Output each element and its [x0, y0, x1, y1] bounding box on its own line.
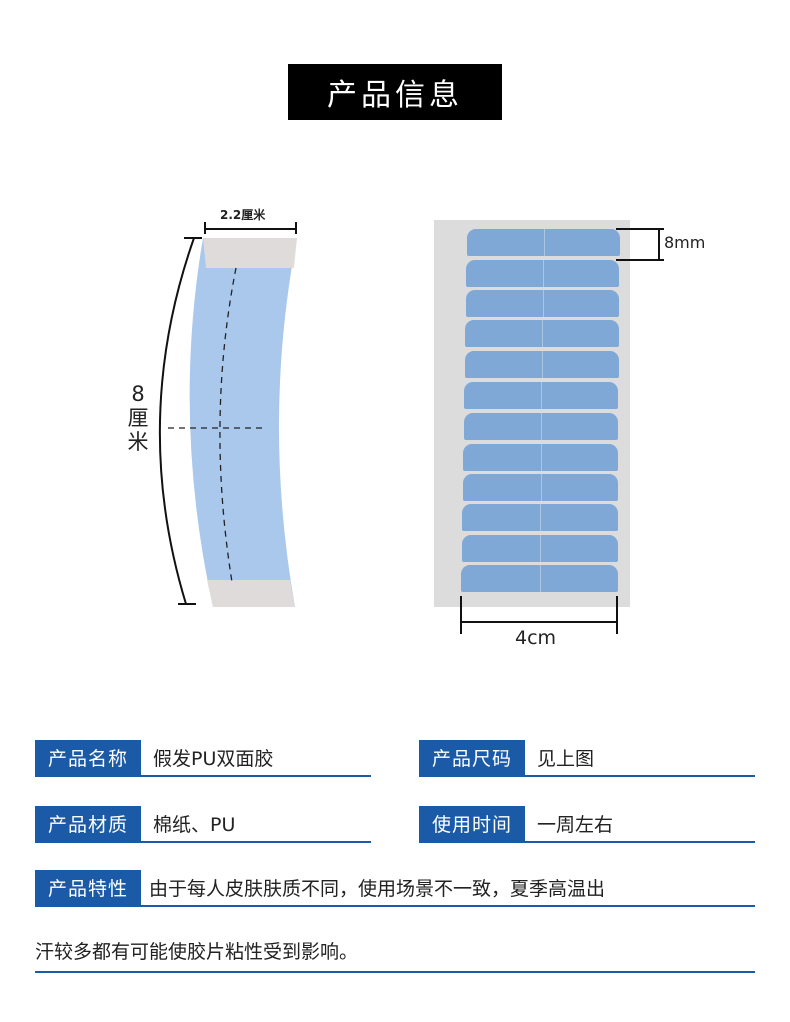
length-label-number: 8: [131, 382, 145, 406]
spec-value-material: 棉纸、PU: [153, 814, 236, 836]
tape-strip: [462, 535, 618, 562]
spec-label-size: 产品尺码: [419, 740, 526, 775]
spec-value-duration: 一周左右: [537, 814, 614, 836]
spec-row-name: 产品名称 假发PU双面胶: [35, 740, 371, 777]
tape-strip: [466, 260, 619, 287]
section-title: 产品信息: [288, 64, 502, 120]
strip-height-tick-top: [616, 228, 664, 230]
spec-label-duration: 使用时间: [419, 806, 526, 841]
tape-strip-sheet: [434, 220, 630, 607]
spec-row-size: 产品尺码 见上图: [419, 740, 755, 777]
spec-value-feature-line2: 汗较多都有可能使胶片粘性受到影响。: [35, 929, 755, 973]
spec-label-feature: 产品特性: [35, 870, 142, 905]
tape-strip: [461, 565, 618, 592]
spec-row-feature: 产品特性 由于每人皮肤肤质不同，使用场景不一致，夏季高温出: [35, 870, 755, 907]
tape-strip: [466, 290, 619, 317]
tape-strip: [465, 351, 619, 378]
spec-value-feature-line1: 由于每人皮肤肤质不同，使用场景不一致，夏季高温出: [149, 878, 606, 900]
tape-strip: [464, 382, 618, 409]
spec-label-material: 产品材质: [35, 806, 142, 841]
tape-strip: [463, 444, 618, 471]
sheet-width-line: [460, 621, 618, 623]
strip-height-tick-bottom: [616, 259, 664, 261]
strip-height-line: [658, 228, 660, 261]
spec-row-duration: 使用时间 一周左右: [419, 806, 755, 843]
width-dimension-label: 2.2厘米: [220, 208, 266, 222]
length-label-unit-2: 米: [127, 430, 149, 454]
sheet-width-tick-left: [460, 596, 462, 634]
tape-strip: [465, 320, 619, 347]
tape-strip: [462, 504, 618, 531]
tape-strip: [464, 413, 618, 440]
spec-value-name: 假发PU双面胶: [153, 748, 274, 770]
spec-row-material: 产品材质 棉纸、PU: [35, 806, 371, 843]
width-dimension-line: [204, 228, 297, 230]
length-dimension-label: 8 厘 米: [124, 382, 152, 454]
tape-strip: [467, 229, 620, 256]
sheet-width-tick-right: [616, 596, 618, 634]
strip-height-label: 8mm: [664, 233, 706, 252]
spec-label-name: 产品名称: [35, 740, 142, 775]
length-label-unit-1: 厘: [127, 406, 149, 430]
curved-tape-diagram: [110, 200, 340, 620]
tape-strip: [463, 474, 618, 501]
sheet-width-label: 4cm: [515, 627, 557, 649]
spec-value-size: 见上图: [537, 748, 595, 770]
